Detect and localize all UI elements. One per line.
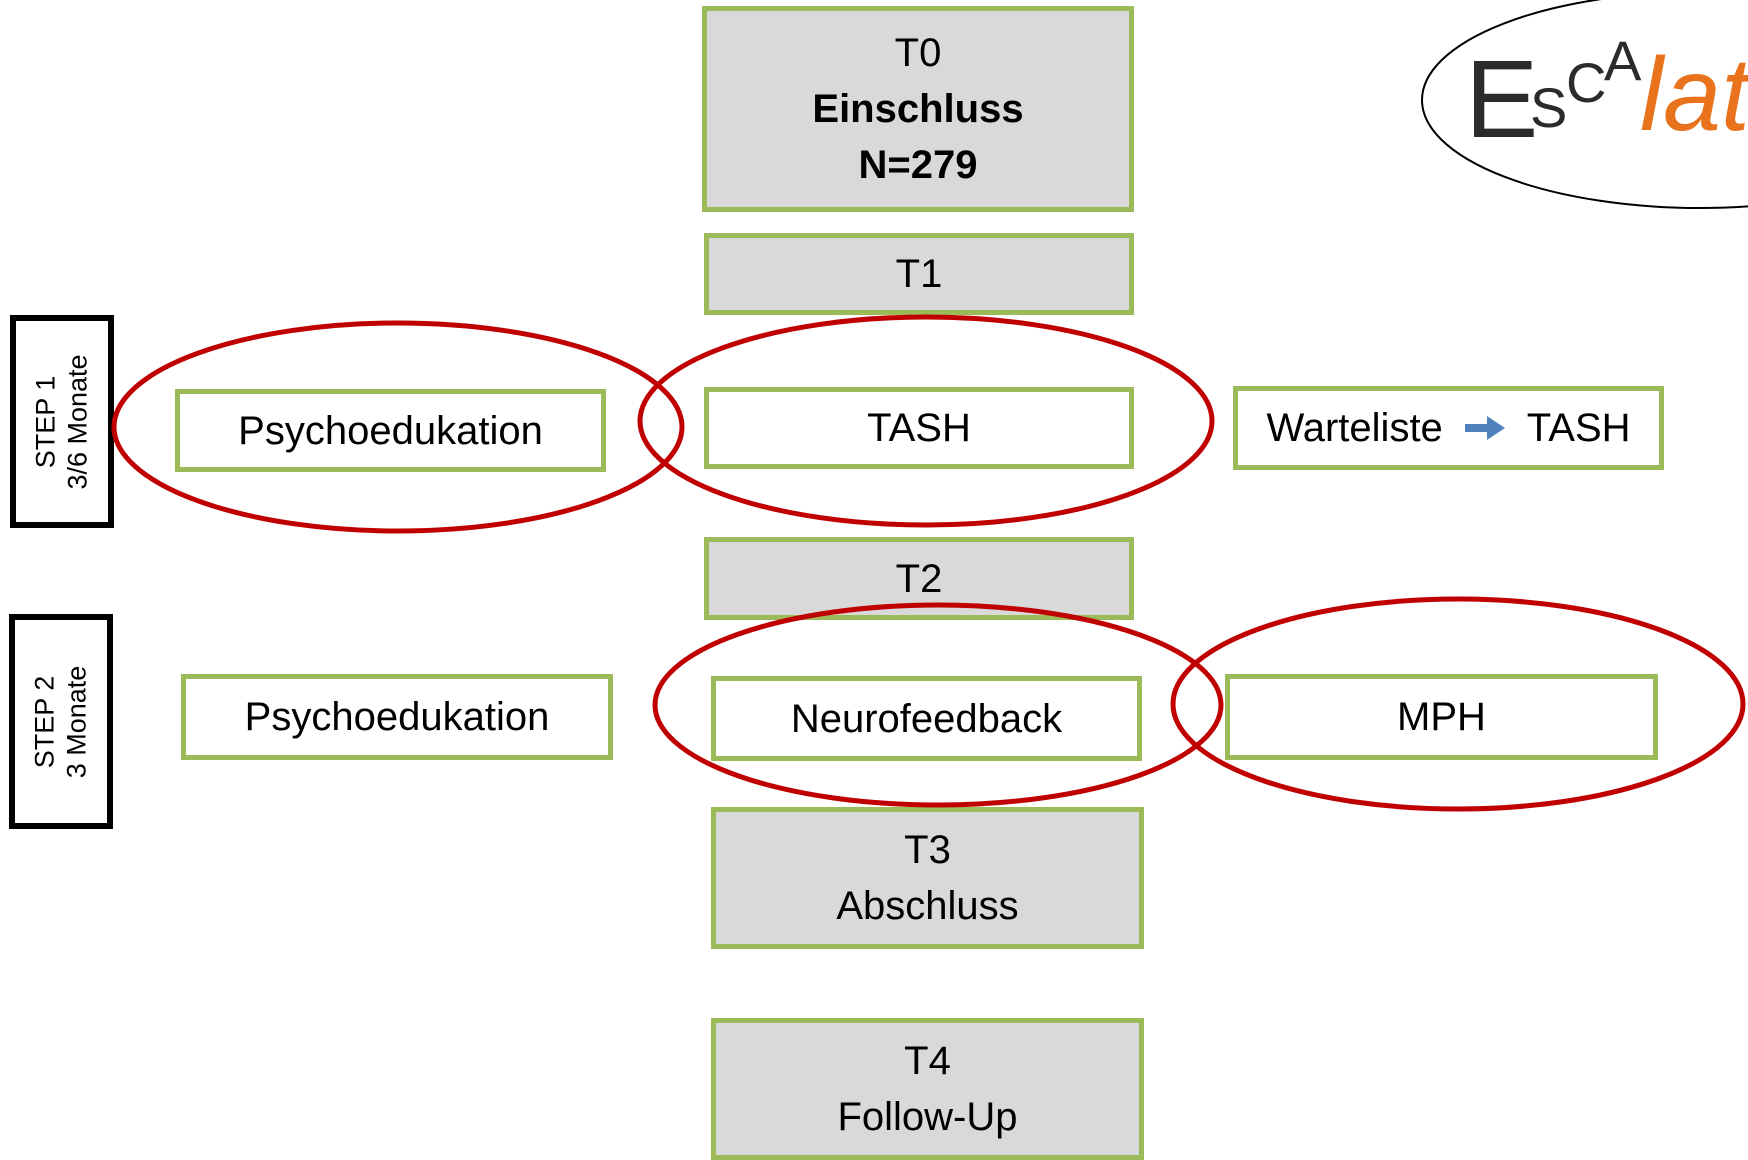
logo-rest: lat: [1640, 37, 1748, 153]
warteliste-label: Warteliste: [1266, 406, 1443, 450]
highlight-ellipse-tash: [637, 314, 1215, 528]
highlight-ellipse-mph: [1170, 596, 1746, 812]
neurofeedback-box: Neurofeedback: [711, 676, 1142, 761]
t3-label: T3: [904, 828, 951, 872]
escalate-logo: E S C A lat: [1465, 29, 1748, 161]
t4-sub: Follow-Up: [837, 1095, 1018, 1139]
t0-title: Einschluss: [812, 87, 1024, 131]
t1-label: T1: [895, 252, 943, 296]
t1-box: T1: [704, 233, 1134, 315]
t0-count: N=279: [858, 143, 978, 187]
t0-label: T0: [894, 31, 942, 75]
logo-letter-a: A: [1604, 29, 1642, 92]
logo-letter-e: E: [1465, 38, 1538, 161]
mph-label: MPH: [1397, 695, 1486, 739]
mph-box: MPH: [1225, 674, 1658, 760]
logo-letter-c: C: [1566, 51, 1606, 114]
warteliste-tash-label: TASH: [1526, 406, 1631, 450]
highlight-ellipse-neurofeedback: [652, 602, 1224, 808]
t3-sub: Abschluss: [836, 884, 1019, 928]
psychoedukation-step1-box: Psychoedukation: [175, 389, 606, 472]
t2-box: T2: [704, 537, 1134, 620]
highlight-ellipse-psychoedukation: [111, 320, 685, 534]
t3-box: T3 Abschluss: [711, 807, 1144, 949]
psychoedukation-step2-box: Psychoedukation: [181, 674, 613, 760]
right-arrow-icon: [1464, 416, 1505, 440]
t0-box: T0 Einschluss N=279: [702, 6, 1134, 212]
logo-letter-s: S: [1530, 76, 1567, 139]
step1-label-box: STEP 1 3/6 Monate: [10, 315, 114, 528]
t4-box: T4 Follow-Up: [711, 1018, 1144, 1160]
tash-box: TASH: [704, 387, 1134, 469]
tash-label: TASH: [867, 406, 971, 450]
neurofeedback-label: Neurofeedback: [790, 696, 1063, 741]
t2-label: T2: [895, 556, 943, 601]
logo-ellipse: [1421, 0, 1748, 209]
warteliste-box: Warteliste TASH: [1233, 386, 1664, 470]
psychoedukation-step2-label: Psychoedukation: [244, 695, 550, 739]
t4-label: T4: [904, 1039, 951, 1083]
step2-label-box: STEP 2 3 Monate: [9, 614, 113, 829]
psychoedukation-step1-label: Psychoedukation: [238, 408, 543, 453]
